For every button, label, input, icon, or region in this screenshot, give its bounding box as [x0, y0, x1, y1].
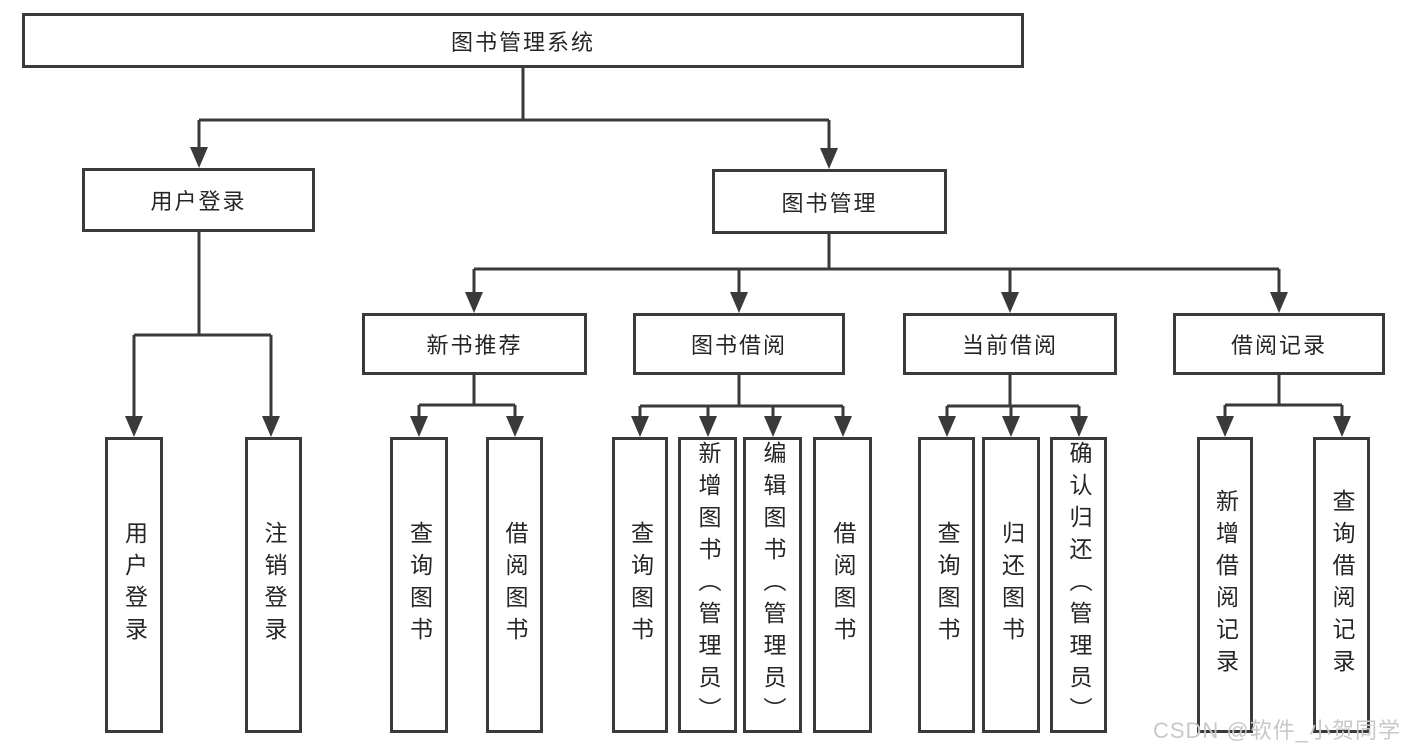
node-leaf-cb-return-books-label: 归还图书: [998, 521, 1025, 649]
node-leaf-rec-query-books-label: 查询图书: [406, 521, 433, 649]
node-leaf-cb-query-books-label: 查询图书: [934, 521, 960, 649]
node-book-management-branch-label: 图书管理: [781, 190, 878, 216]
csdn-watermark: CSDN @软件_小贺同学: [1152, 718, 1401, 743]
node-leaf-rec-borrow-books-label: 借阅图书: [502, 521, 528, 649]
node-leaf-br-query-record-label: 查询借阅记录: [1329, 489, 1355, 681]
node-root-system: 图书管理系统: [22, 13, 1024, 68]
node-leaf-bb-borrow-books: 借阅图书: [813, 437, 872, 733]
node-current-borrowing-label: 当前借阅: [961, 333, 1058, 358]
node-leaf-br-query-record: 查询借阅记录: [1313, 437, 1370, 733]
node-leaf-rec-borrow-books: 借阅图书: [486, 437, 543, 733]
node-leaf-br-add-record: 新增借阅记录: [1197, 437, 1253, 733]
node-leaf-cb-query-books: 查询图书: [918, 437, 975, 733]
node-leaf-bb-add-books-admin-label: 新增图书（管理员）: [695, 441, 721, 729]
node-book-borrowing-label: 图书借阅: [690, 333, 787, 358]
node-leaf-cb-confirm-return-admin-label: 确认归还（管理员）: [1066, 441, 1092, 729]
node-new-book-recommend-label: 新书推荐: [426, 333, 523, 358]
node-book-management-branch: 图书管理: [712, 169, 947, 234]
node-leaf-user-login-label: 用户登录: [121, 521, 148, 649]
node-current-borrowing: 当前借阅: [903, 313, 1117, 375]
node-leaf-rec-query-books: 查询图书: [390, 437, 448, 733]
node-leaf-bb-add-books-admin: 新增图书（管理员）: [678, 437, 737, 733]
node-leaf-bb-edit-books-admin-label: 编辑图书（管理员）: [760, 441, 786, 729]
node-leaf-user-login: 用户登录: [105, 437, 163, 733]
node-book-borrowing: 图书借阅: [633, 313, 845, 375]
node-user-login-branch: 用户登录: [82, 168, 315, 232]
node-leaf-bb-query-books-label: 查询图书: [627, 521, 654, 649]
node-leaf-bb-borrow-books-label: 借阅图书: [830, 521, 856, 649]
node-leaf-logout: 注销登录: [245, 437, 302, 733]
node-root-system-label: 图书管理系统: [450, 29, 595, 55]
node-leaf-br-add-record-label: 新增借阅记录: [1212, 489, 1239, 681]
node-borrowing-records-label: 借阅记录: [1230, 333, 1327, 358]
node-leaf-cb-return-books: 归还图书: [982, 437, 1040, 733]
node-leaf-cb-confirm-return-admin: 确认归还（管理员）: [1050, 437, 1107, 733]
node-leaf-logout-label: 注销登录: [261, 521, 287, 649]
node-user-login-branch-label: 用户登录: [150, 189, 247, 214]
node-borrowing-records: 借阅记录: [1173, 313, 1385, 375]
node-leaf-bb-query-books: 查询图书: [612, 437, 668, 733]
node-leaf-bb-edit-books-admin: 编辑图书（管理员）: [743, 437, 802, 733]
node-new-book-recommend: 新书推荐: [362, 313, 587, 375]
